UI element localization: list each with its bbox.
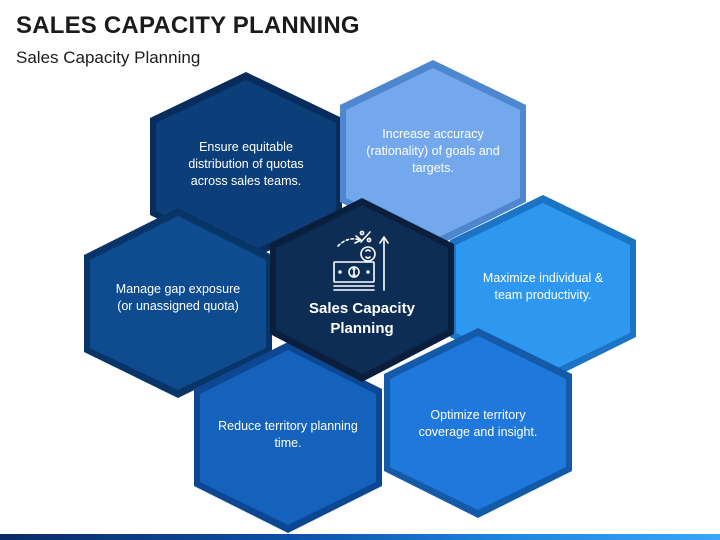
- hexagon-mid-left-label: Manage gap exposure (or unassigned quota…: [115, 282, 241, 313]
- hexagon-top-left: [150, 72, 342, 262]
- hexagon-bottom-left: [194, 342, 382, 533]
- hexagon-top-right-label: Increase accuracy (rationality) of goals…: [366, 127, 500, 175]
- hexagon-bottom-right: [384, 328, 572, 518]
- bottom-accent-bar: [0, 534, 720, 540]
- hexagon-mid-right: [450, 195, 636, 383]
- hexagon-top-left-label: Ensure equitable distribution of quotas …: [188, 140, 304, 188]
- hexagon-bottom-left-label: Reduce territory planning time.: [218, 419, 358, 450]
- hexagon-bottom-right-label: Optimize territory coverage and insight.: [418, 408, 538, 439]
- page-subtitle: Sales Capacity Planning: [16, 48, 201, 67]
- center-label: Sales Capacity Planning: [309, 300, 415, 337]
- hexagon-mid-left: [84, 208, 272, 398]
- money-growth-icon: [333, 230, 389, 291]
- hexagon-mid-right-label: Maximize individual & team productivity.: [482, 271, 604, 302]
- page-title: SALES CAPACITY PLANNING: [16, 12, 360, 39]
- hexagon-top-right: [340, 60, 526, 248]
